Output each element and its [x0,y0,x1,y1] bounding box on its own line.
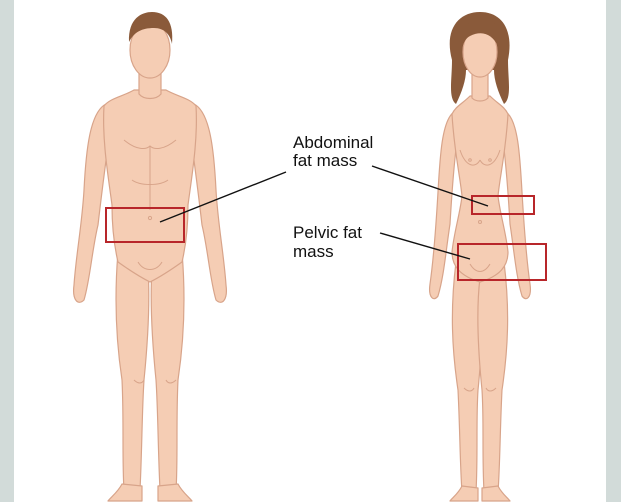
figure-panel: Abdominal fat mass Pelvic fat mass [14,0,606,502]
abdominal-label-line1: Abdominal [293,134,373,152]
male-figure [74,22,227,501]
abdominal-label-line2: fat mass [293,152,357,170]
male-right-foot [158,484,192,501]
female-left-leg [452,262,482,492]
female-torso [452,96,508,282]
pelvic-label-line2: mass [293,243,334,261]
female-left-foot [450,486,478,501]
male-left-foot [108,484,142,501]
female-right-foot [482,486,510,501]
pelvic-label-line1: Pelvic fat [293,224,362,242]
female-right-leg [478,262,508,492]
female-figure [430,27,531,501]
female-neck [472,74,488,101]
male-right-leg [151,252,184,490]
male-left-leg [116,252,149,490]
